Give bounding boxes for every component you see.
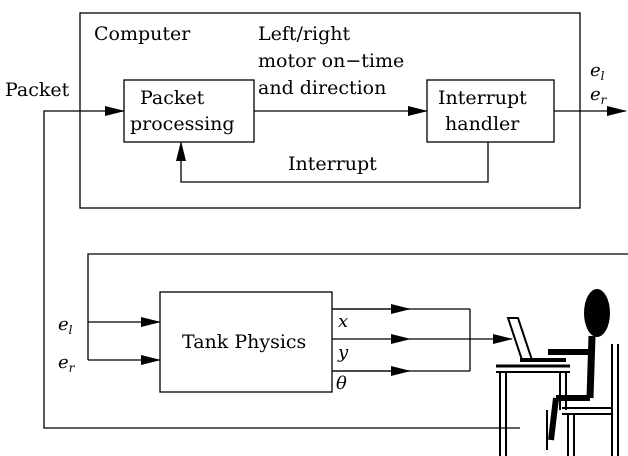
packet-label: Packet [5,79,70,101]
computer-title: Computer [94,23,191,45]
user-at-laptop-illustration [496,289,619,456]
tank-physics-box [159,291,333,393]
tank-input-er: er [58,352,76,375]
motor-label-2: motor on−time [258,50,404,72]
computer-output-er: er [590,84,608,107]
tank-physics-label: Tank Physics [182,331,306,353]
computer-output-el: el [590,60,605,83]
output-x-label: x [338,311,348,332]
output-y-label: y [337,342,349,363]
packet-processing-label-1: Packet [140,87,205,109]
input-bus-line [87,253,628,360]
interrupt-feedback-arrow [176,141,489,183]
motor-label-3: and direction [258,77,386,99]
motor-label-1: Left/right [258,23,350,45]
packet-processing-label-2: processing [130,113,235,135]
interrupt-label: Interrupt [288,153,377,175]
output-theta-label: θ [336,373,347,394]
packet-feedback-line [43,106,520,429]
interrupt-handler-label-2: handler [445,113,520,135]
tank-input-el: el [58,314,73,337]
interrupt-handler-label-1: Interrupt [438,87,527,109]
